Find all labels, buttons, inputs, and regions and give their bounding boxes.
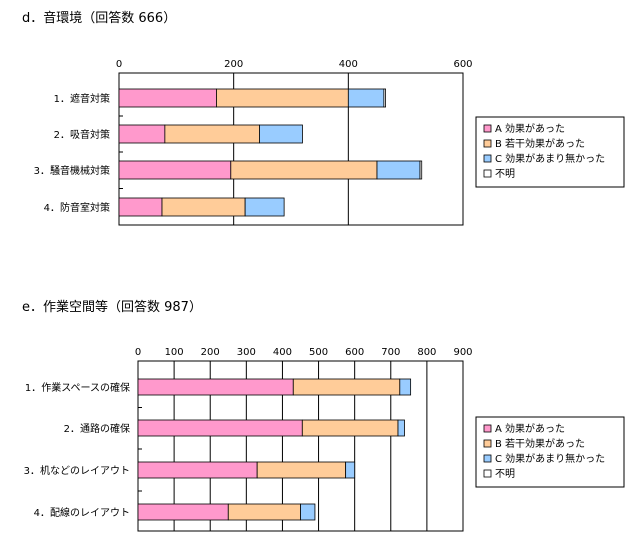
chart-e-legend-swatch — [483, 424, 492, 433]
chart-e-category-label: 2．通路の確保 — [64, 422, 130, 435]
chart-e-category-label: 1．作業スペースの確保 — [25, 381, 130, 394]
chart-d-bar-segment — [383, 88, 387, 108]
chart-d-category-label: 2．吸音対策 — [54, 128, 110, 141]
chart-e-bar-segment — [256, 461, 347, 479]
chart-d-legend-label: C 効果があまり無かった — [495, 152, 605, 165]
chart-d-bar-segment — [161, 197, 246, 217]
chart-d-bar-segment — [347, 88, 385, 108]
chart-e-legend-swatch — [483, 454, 492, 463]
chart-e-bar-segment — [399, 378, 412, 396]
chart-e-legend-swatch — [483, 469, 492, 478]
chart-e-legend-box — [475, 416, 625, 488]
chart-d-category-label: 4．防音室対策 — [44, 201, 110, 214]
chart-e-legend-label: B 若干効果があった — [495, 437, 585, 450]
chart-e-x-tick-label: 700 — [381, 347, 400, 358]
chart-d-legend-label: 不明 — [495, 168, 515, 180]
chart-e-bar-segment — [292, 378, 401, 396]
chart-e-x-tick-label: 500 — [309, 347, 328, 358]
chart-d-legend-swatch — [483, 139, 492, 148]
chart-e-x-tick-label: 200 — [201, 347, 220, 358]
chart-d-legend-box — [475, 116, 625, 188]
chart-d-category-label: 1．遮音対策 — [54, 92, 110, 105]
chart-e-x-tick-label: 300 — [237, 347, 256, 358]
chart-e-legend-label: A 効果があった — [495, 422, 565, 435]
chart-e-legend-label: 不明 — [495, 468, 515, 480]
chart-d-bar-segment — [216, 88, 349, 108]
chart-d-x-tick-label: 400 — [339, 59, 358, 70]
chart-e-x-tick-label: 0 — [135, 347, 141, 358]
chart-e-x-tick-label: 800 — [417, 347, 436, 358]
chart-e-category-label: 3．机などのレイアウト — [24, 464, 130, 477]
chart-e-bar-segment — [301, 419, 399, 437]
chart-d-bar-segment — [259, 124, 303, 144]
chart-d-title: d．音環境（回答数 666） — [22, 11, 177, 26]
chart-d-bar-segment — [118, 197, 163, 217]
chart-e-x-tick-label: 400 — [273, 347, 292, 358]
chart-d-legend-label: B 若干効果があった — [495, 137, 585, 150]
chart-e-legend-label: C 効果があまり無かった — [495, 452, 605, 465]
chart-e-bar-segment — [137, 419, 303, 437]
chart-d-category-label: 3．騒音機械対策 — [34, 164, 110, 177]
chart-d-bar-segment — [244, 197, 285, 217]
chart-e-bar-segment — [397, 419, 405, 437]
chart-d-bar-segment — [230, 160, 378, 180]
chart-d-legend-swatch — [483, 169, 492, 178]
chart-d-legend-swatch — [483, 124, 492, 133]
chart-e-title: e．作業空間等（回答数 987） — [22, 300, 202, 315]
chart-d-bar-segment — [118, 124, 166, 144]
chart-e-x-tick-label: 600 — [345, 347, 364, 358]
chart-d-legend-label: A 効果があった — [495, 122, 565, 135]
chart-e-bar-segment — [137, 503, 229, 521]
chart-e-bar-segment — [345, 461, 356, 479]
chart-d-x-tick-label: 0 — [116, 59, 122, 70]
chart-e-bar-segment — [137, 461, 258, 479]
chart-e-category-label: 4．配線のレイアウト — [34, 506, 130, 519]
chart-d-bar-segment — [164, 124, 260, 144]
chart-e-bar-segment — [227, 503, 301, 521]
chart-d-bar-segment — [376, 160, 421, 180]
chart-e-x-tick-label: 100 — [165, 347, 184, 358]
chart-d-x-tick-label: 600 — [453, 59, 472, 70]
chart-e-legend-swatch — [483, 439, 492, 448]
chart-d-bar-segment — [419, 160, 423, 180]
chart-d-legend-swatch — [483, 154, 492, 163]
chart-d-bar-segment — [118, 160, 232, 180]
chart-e-bar-segment — [137, 378, 294, 396]
chart-e-x-tick-label: 900 — [453, 347, 472, 358]
chart-d-x-tick-label: 200 — [224, 59, 243, 70]
chart-e-bar-segment — [300, 503, 316, 521]
chart-d-bar-segment — [118, 88, 217, 108]
